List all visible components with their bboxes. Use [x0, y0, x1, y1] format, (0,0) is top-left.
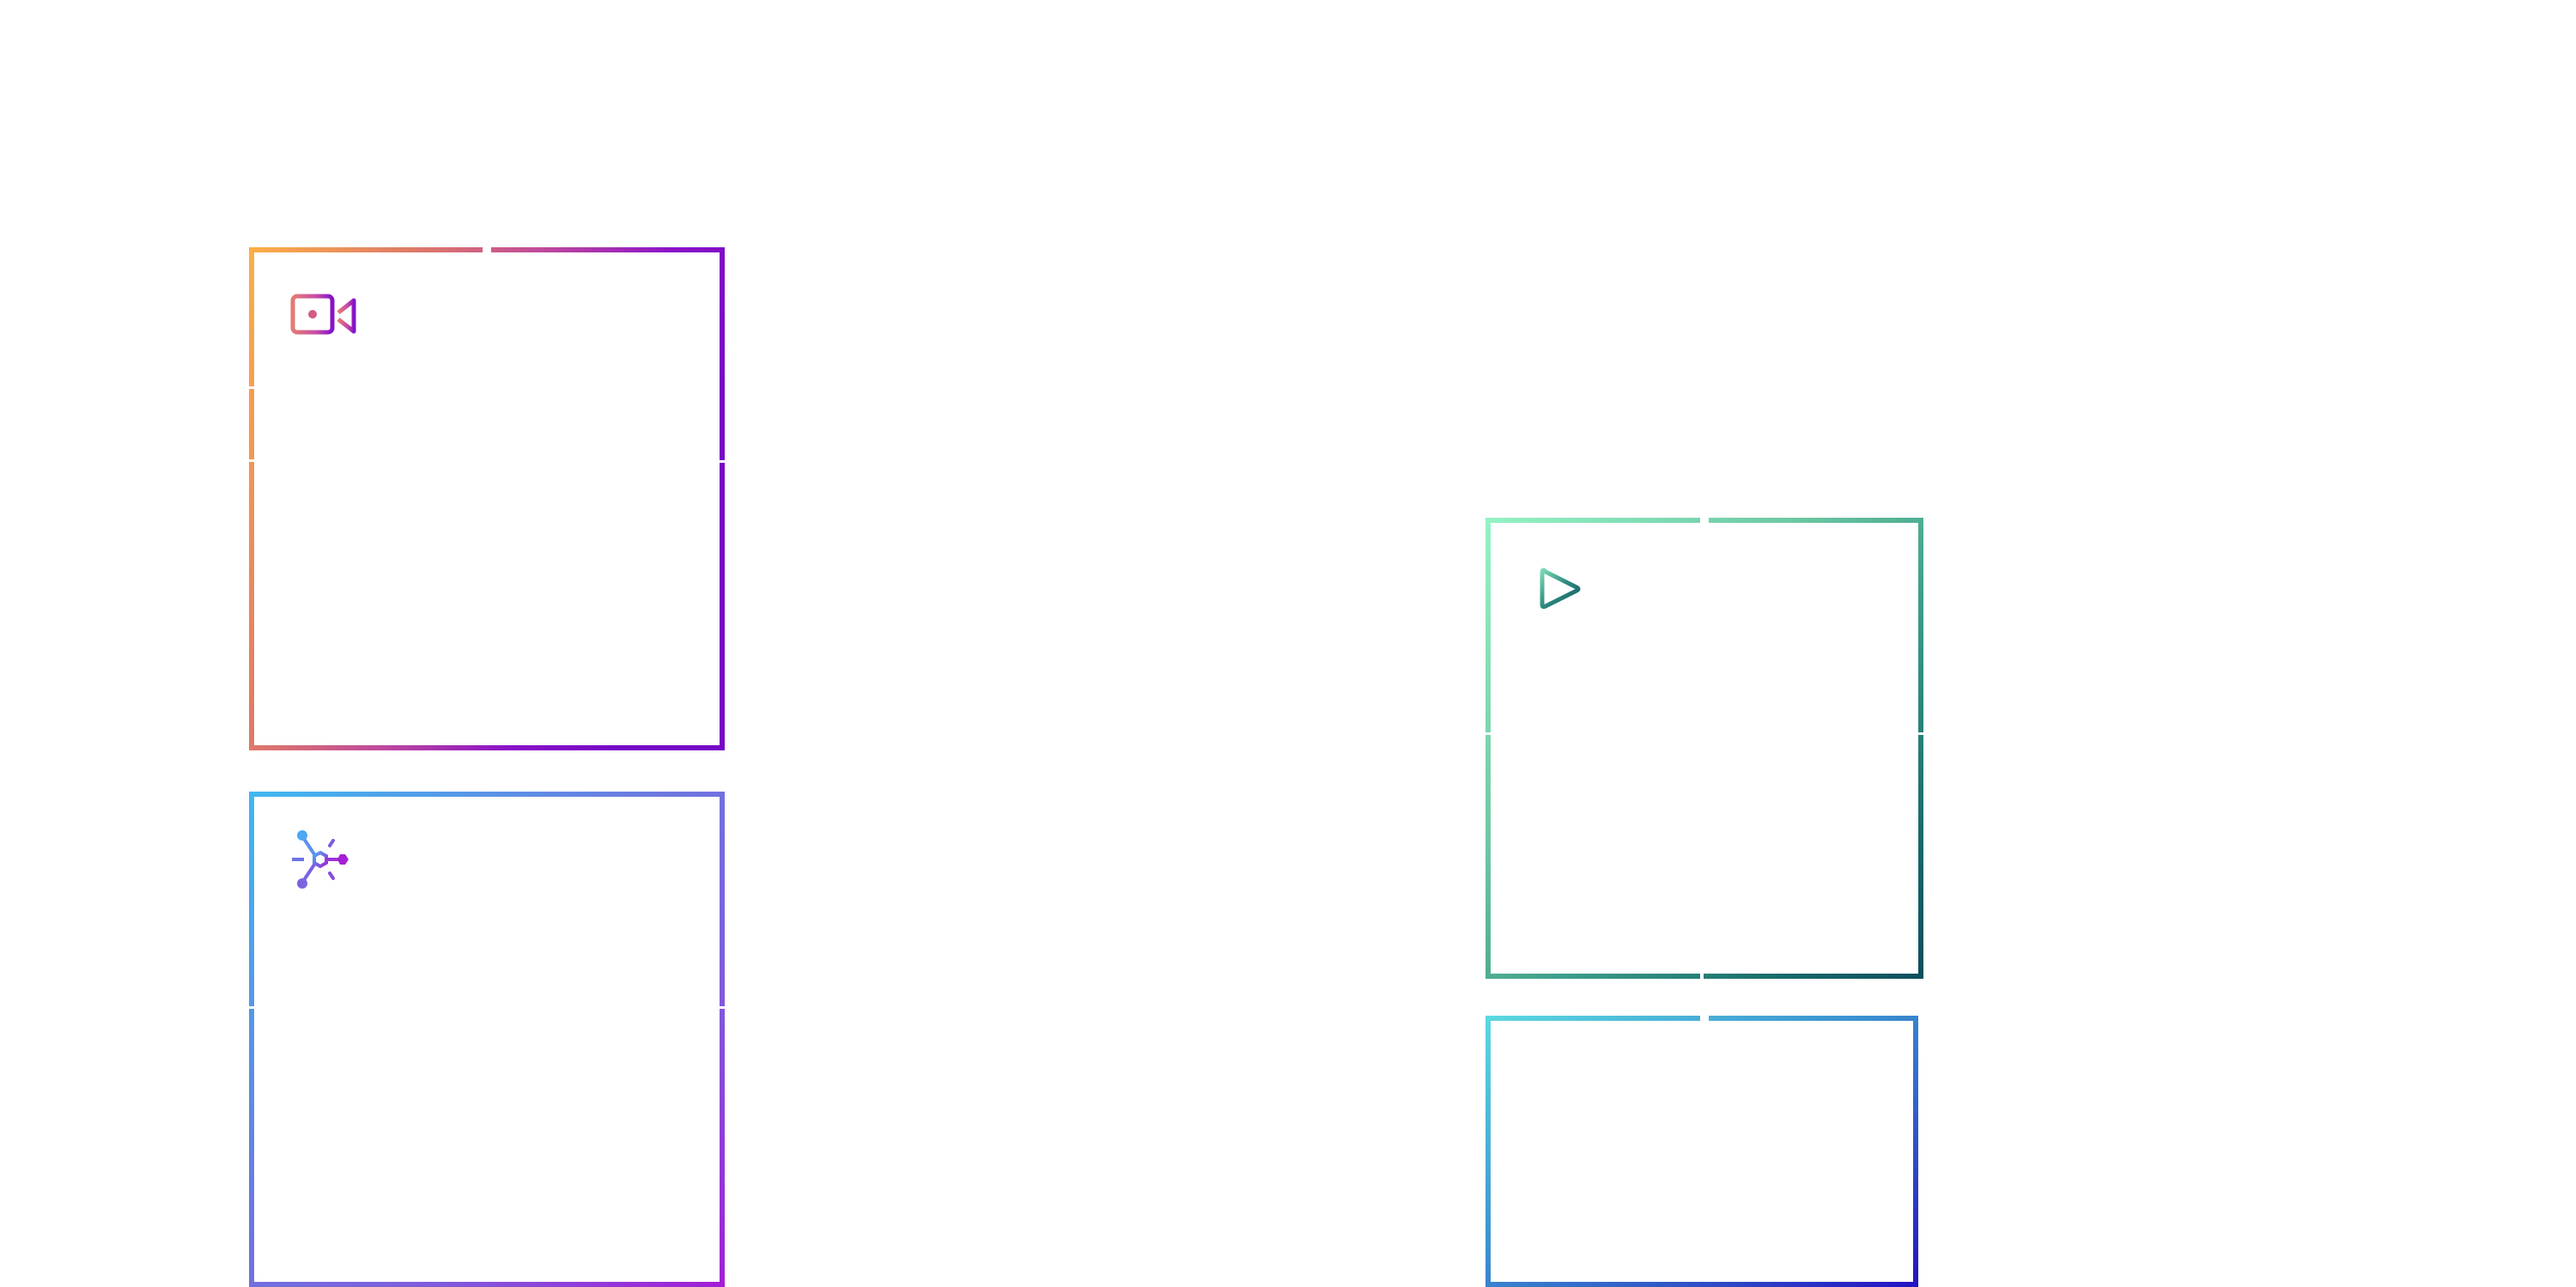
card-video[interactable]	[249, 247, 725, 750]
card-play-frame	[1485, 518, 1923, 979]
card-molecule-frame	[249, 792, 725, 1287]
card-signal[interactable]	[1485, 1016, 1918, 1287]
card-video-frame	[249, 247, 725, 750]
card-molecule[interactable]	[249, 792, 725, 1287]
play-icon	[1537, 565, 1585, 613]
card-play[interactable]	[1485, 518, 1923, 979]
molecule-network-icon	[290, 829, 352, 895]
video-camera-icon	[290, 294, 359, 338]
signal-bars-icon	[1527, 1064, 1590, 1119]
card-signal-frame	[1485, 1016, 1918, 1287]
